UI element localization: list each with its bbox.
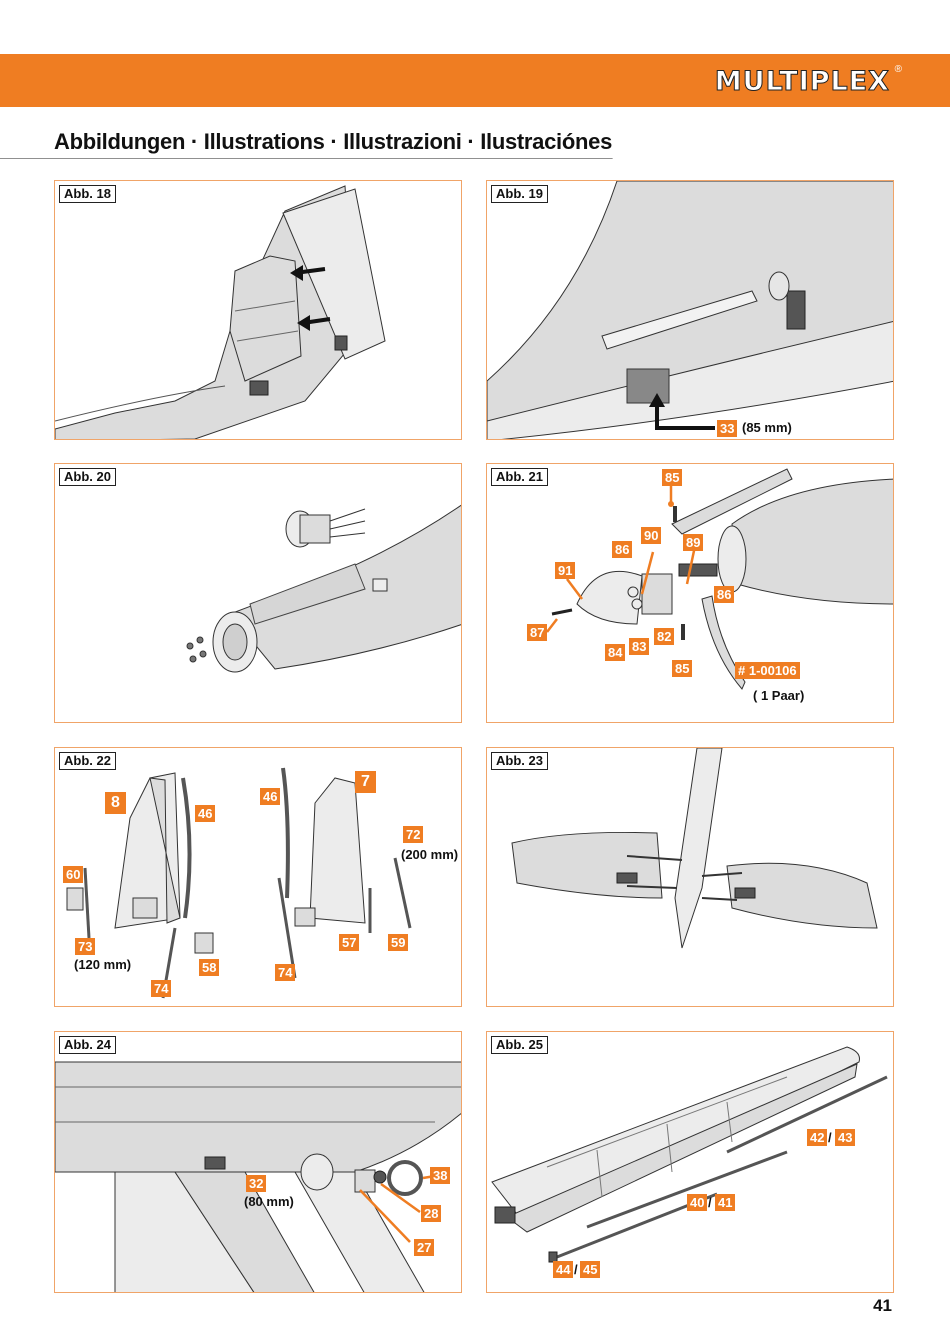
part-badge-59: 59	[388, 934, 409, 951]
registered-mark: ®	[894, 64, 902, 75]
wing-panel-drawing	[491, 1046, 888, 1263]
figure-label: Abb. 22	[59, 752, 116, 770]
length-note-72: (200 mm)	[401, 847, 459, 862]
part-badge-33: 33	[717, 420, 738, 437]
part-badge-32: 32	[246, 1175, 267, 1192]
title-underline	[0, 158, 613, 159]
part-badge-28: 28	[421, 1205, 442, 1222]
part-badge-74: 74	[151, 980, 172, 997]
screws	[186, 636, 207, 663]
figure-25: Abb. 25 42 / 43 40 / 41 44 / 45	[486, 1031, 894, 1293]
part-badge-85: 85	[672, 660, 693, 677]
separator: /	[828, 1130, 832, 1145]
figure-22: Abb. 22 8 46 46 7 72 (200 mm) 60 73 (120…	[54, 747, 462, 1007]
figure-label: Abb. 25	[491, 1036, 548, 1054]
part-badge-87: 87	[527, 624, 548, 641]
header-bar	[0, 54, 950, 107]
part-badge-89: 89	[683, 534, 704, 551]
part-badge-44: 44	[553, 1261, 574, 1278]
part-badge-73: 73	[75, 938, 96, 955]
kit-quantity-note: ( 1 Paar)	[753, 688, 805, 703]
figure-label: Abb. 24	[59, 1036, 116, 1054]
part-badge-60: 60	[63, 866, 84, 883]
part-badge-86: 86	[714, 586, 735, 603]
part-badge-85: 85	[662, 469, 683, 486]
motor-nose-drawing	[186, 504, 461, 673]
spinner-assembly-drawing	[546, 468, 893, 690]
figure-label: Abb. 21	[491, 468, 548, 486]
part-badge-46: 46	[195, 805, 216, 822]
fin-servo-drawing	[487, 181, 893, 439]
part-badge-86: 86	[612, 541, 633, 558]
figure-label: Abb. 18	[59, 185, 116, 203]
kit-number-badge: # 1-00106	[735, 662, 800, 679]
part-badge-74: 74	[275, 964, 296, 981]
multiplex-logo: MULTIPLEX	[714, 66, 890, 98]
figure-23: Abb. 23	[486, 747, 894, 1007]
part-badge-57: 57	[339, 934, 360, 951]
part-badge-91: 91	[555, 562, 576, 579]
length-note-33: (85 mm)	[742, 420, 792, 435]
part-badge-7: 7	[355, 771, 376, 793]
figure-19: Abb. 19 33 (85 mm)	[486, 180, 894, 440]
tail-fin-drawing	[55, 185, 386, 439]
part-badge-40: 40	[687, 1194, 708, 1211]
separator: /	[708, 1195, 712, 1210]
figure-24: Abb. 24 32 (80 mm) 38 28 27	[54, 1031, 462, 1293]
figure-18: Abb. 18	[54, 180, 462, 440]
wing-root-drawing	[55, 1061, 461, 1292]
figure-21: Abb. 21 85 90 86 89 91 86 87 82 83 84 85…	[486, 463, 894, 723]
length-note-32: (80 mm)	[244, 1194, 294, 1209]
part-badge-42: 42	[807, 1129, 828, 1146]
part-badge-46: 46	[260, 788, 281, 805]
part-badge-8: 8	[105, 792, 126, 814]
figure-label: Abb. 19	[491, 185, 548, 203]
part-badge-58: 58	[199, 959, 220, 976]
part-badge-83: 83	[629, 638, 650, 655]
separator: /	[574, 1262, 578, 1277]
page-number: 41	[873, 1296, 892, 1315]
figure-label: Abb. 23	[491, 752, 548, 770]
part-badge-41: 41	[715, 1194, 736, 1211]
length-note-73: (120 mm)	[74, 957, 132, 972]
part-badge-72: 72	[403, 826, 424, 843]
part-badge-90: 90	[641, 527, 662, 544]
part-badge-82: 82	[654, 628, 675, 645]
part-badge-84: 84	[605, 644, 626, 661]
part-badge-45: 45	[580, 1261, 601, 1278]
part-badge-38: 38	[430, 1167, 451, 1184]
part-badge-43: 43	[835, 1129, 856, 1146]
part-badge-27: 27	[414, 1239, 435, 1256]
stabilizer-drawing	[511, 748, 878, 949]
page-title: Abbildungen · Illustrations · Illustrazi…	[54, 129, 613, 154]
figure-20: Abb. 20	[54, 463, 462, 723]
figure-label: Abb. 20	[59, 468, 116, 486]
rudder-parts-drawing	[66, 767, 412, 999]
